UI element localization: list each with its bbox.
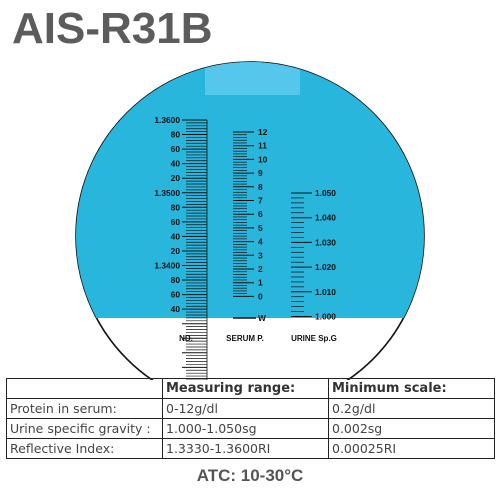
table-cell: 0.2g/dl	[328, 398, 495, 419]
urine-scale-label: 1.030	[315, 237, 336, 247]
serum-scale-label: 10	[258, 154, 268, 164]
table-cell: Urine specific gravity :	[6, 418, 163, 439]
table-cell: 0.00025RI	[328, 438, 495, 459]
urine-scale-footer: URINE Sp.G	[291, 334, 337, 343]
table-row: Protein in serum: 0-12g/dl 0.2g/dl	[6, 398, 495, 419]
nd-scale: 1.3600 80 60 40 20 1.3500 80 60 40 20 1.3400 80 60 40…	[154, 115, 208, 380]
urine-specific-gravity-scale: 1.050 1.040 1.030 1.020 1.010 1.000	[291, 188, 336, 322]
table-cell: 0-12g/dl	[162, 398, 329, 419]
table-header-cell: Measuring range:	[162, 378, 329, 399]
nd-scale-label: 1.3600	[154, 115, 180, 125]
urine-scale-label: 1.020	[315, 262, 336, 272]
nd-scale-label: 60	[171, 217, 181, 227]
serum-scale-label: 5	[258, 223, 263, 233]
table-cell: Protein in serum:	[6, 398, 163, 419]
atc-note: ATC: 10-30°C	[196, 466, 304, 485]
serum-scale-label: 12	[258, 127, 268, 137]
nd-scale-label: 20	[171, 246, 181, 256]
specification-table: Measuring range: Minimum scale: Protein …	[6, 378, 495, 459]
urine-scale-label: 1.040	[315, 213, 336, 223]
nd-scale-label: 1.3500	[154, 188, 180, 198]
serum-scale-label: 1	[258, 278, 263, 288]
nd-scale-label: 20	[171, 173, 181, 183]
table-row: Urine specific gravity : 1.000-1.050sg 0…	[6, 418, 495, 439]
serum-scale-label: 0	[258, 291, 263, 301]
light-window	[205, 62, 300, 95]
serum-scale-label: 2	[258, 264, 263, 274]
nd-scale-label: 40	[171, 304, 181, 314]
table-cell: 1.3330-1.3600RI	[162, 438, 329, 459]
model-title: AIS-R31B	[12, 4, 213, 53]
table-row: Reflective Index: 1.3330-1.3600RI 0.0002…	[6, 438, 495, 459]
serum-scale-label: 7	[258, 196, 263, 206]
nd-scale-label: 80	[171, 130, 181, 140]
serum-scale-label: 4	[258, 237, 263, 247]
nd-scale-label: 60	[171, 144, 181, 154]
nd-scale-footer: ND.	[179, 334, 193, 343]
serum-scale-label: 11	[258, 141, 267, 151]
nd-scale-label: 1.3400	[154, 261, 180, 271]
serum-scale-label: 3	[258, 250, 263, 260]
nd-scale-label: 60	[171, 290, 181, 300]
table-header-cell: Minimum scale:	[328, 378, 495, 399]
table-cell: Reflective Index:	[6, 438, 163, 459]
table-cell: 0.002sg	[328, 418, 495, 439]
nd-scale-label: 80	[171, 202, 181, 212]
nd-scale-label: 40	[171, 231, 181, 241]
table-header-cell	[6, 378, 163, 399]
serum-scale-label: 9	[258, 168, 263, 178]
nd-scale-label: 80	[171, 275, 181, 285]
urine-scale-label: 1.000	[315, 312, 336, 322]
serum-scale-footer: SERUM P.	[226, 334, 264, 343]
serum-scale-label: 8	[258, 182, 263, 192]
table-header-row: Measuring range: Minimum scale:	[6, 378, 495, 399]
nd-scale-label: 40	[171, 159, 181, 169]
urine-scale-label: 1.050	[315, 188, 336, 198]
serum-scale-label: 6	[258, 209, 263, 219]
urine-scale-label: 1.010	[315, 287, 336, 297]
serum-scale-label: W	[258, 313, 266, 323]
refractometer-scale-view: 1.3600806040201.3500806040201.3400806040…	[75, 61, 425, 380]
table-cell: 1.000-1.050sg	[162, 418, 329, 439]
